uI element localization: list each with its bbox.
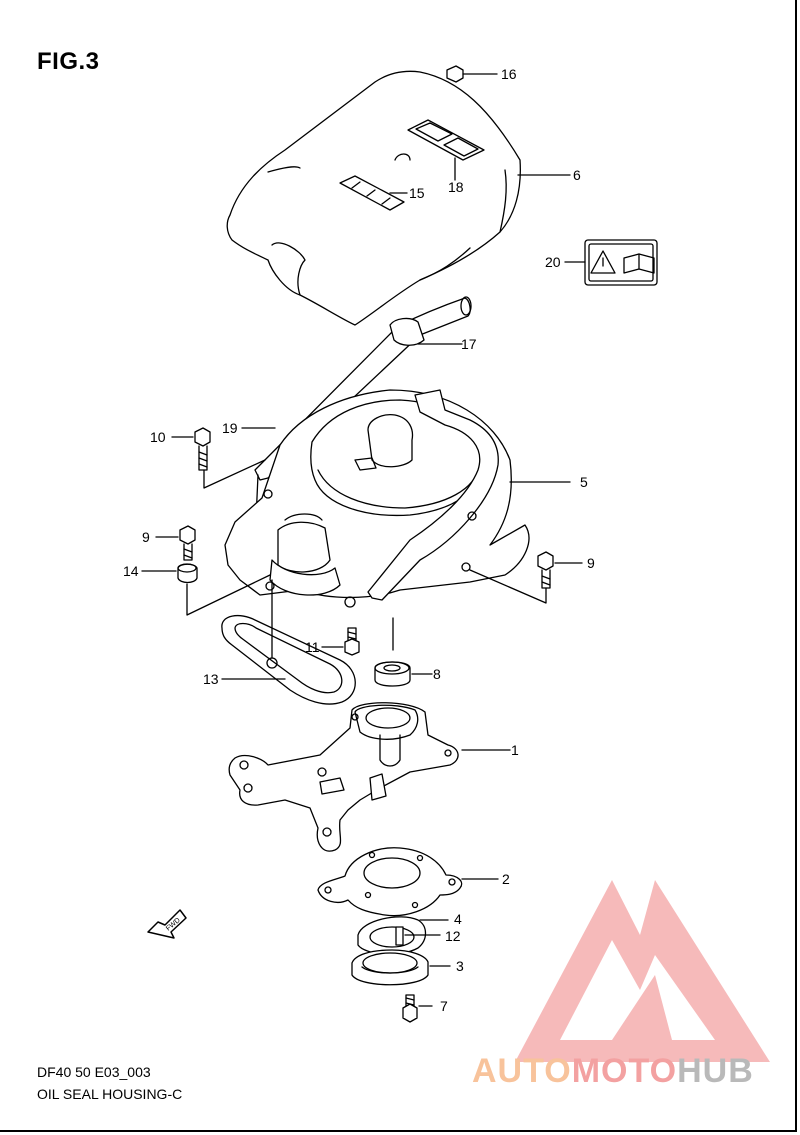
callout-7: 7 — [440, 998, 448, 1014]
part-6-top-cover — [226, 70, 571, 326]
part-18-label — [407, 119, 485, 181]
watermark-logo — [515, 880, 770, 1062]
part-9-bolt-right — [469, 551, 583, 604]
part-3-seal — [351, 949, 451, 986]
callout-9-left: 9 — [142, 529, 150, 545]
part-20-warning-label — [564, 239, 658, 286]
callout-2: 2 — [502, 871, 510, 887]
callout-15: 15 — [409, 185, 425, 201]
figure-title: FIG.3 — [37, 48, 100, 75]
part-10-bolt — [171, 427, 266, 489]
part-2-gasket — [317, 847, 499, 917]
callout-12: 12 — [445, 928, 461, 944]
callout-8: 8 — [433, 666, 441, 682]
part-8-seal — [374, 661, 433, 687]
callout-5: 5 — [580, 474, 588, 490]
part-16-nut — [446, 65, 498, 83]
part-14-grommet — [141, 563, 271, 616]
callout-4: 4 — [454, 911, 462, 927]
callout-20: 20 — [545, 254, 561, 270]
watermark-part-3: HUB — [677, 1052, 754, 1090]
part-13-gasket — [221, 579, 356, 705]
diagram-name: OIL SEAL HOUSING-C — [37, 1086, 183, 1102]
fwd-arrow-icon — [147, 909, 187, 939]
callout-labels: 1 2 3 4 5 6 7 8 9 9 10 11 12 13 14 15 16… — [123, 66, 595, 1014]
callout-1: 1 — [511, 742, 519, 758]
diagram-code: DF40 50 E03_003 — [37, 1064, 151, 1080]
callout-11: 11 — [305, 639, 320, 655]
callout-19: 19 — [222, 420, 238, 436]
part-11-bolt — [321, 627, 360, 656]
part-12-pin — [395, 926, 441, 946]
callout-9-right: 9 — [587, 555, 595, 571]
callout-16: 16 — [501, 66, 517, 82]
watermark-text: AUTOMOTOHUB — [472, 1052, 754, 1091]
part-7-bolt — [402, 994, 433, 1023]
part-15-label — [339, 175, 408, 211]
part-1-oil-seal-housing — [228, 702, 511, 852]
watermark-part-2: MOTO — [571, 1052, 678, 1090]
callout-10: 10 — [150, 429, 166, 445]
callout-6: 6 — [573, 167, 581, 183]
part-5-housing — [224, 389, 571, 608]
callout-3: 3 — [456, 958, 464, 974]
callout-17: 17 — [461, 336, 477, 352]
callout-13: 13 — [203, 671, 219, 687]
callout-18: 18 — [448, 179, 464, 195]
part-9-bolt-left — [155, 525, 196, 561]
watermark-part-1: AUTO — [472, 1052, 572, 1090]
callout-14: 14 — [123, 563, 139, 579]
